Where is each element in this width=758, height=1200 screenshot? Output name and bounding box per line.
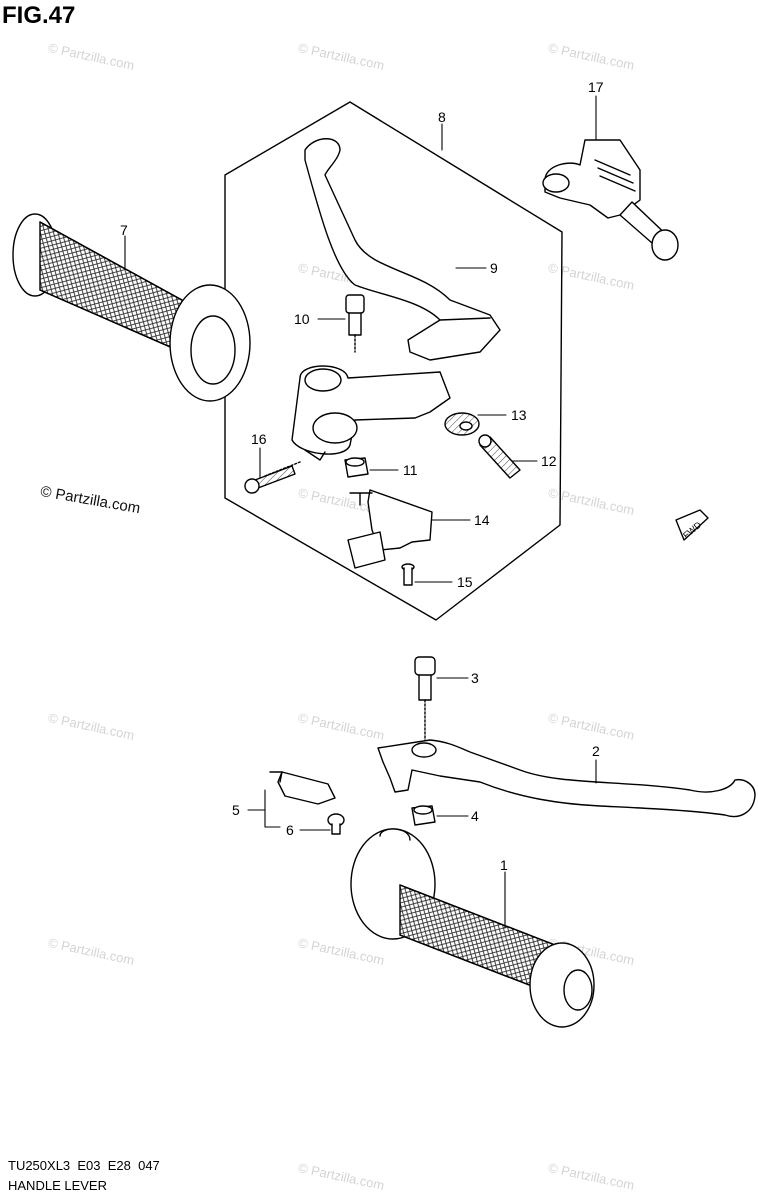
left-grip-drawing bbox=[12, 213, 251, 402]
assembly-outline bbox=[224, 101, 563, 621]
callout-13: 13 bbox=[511, 407, 527, 423]
screw-15-drawing bbox=[401, 563, 415, 586]
leader-lines bbox=[124, 95, 597, 929]
callout-4: 4 bbox=[471, 808, 479, 824]
figure-title: FIG.47 bbox=[2, 2, 76, 29]
callout-14: 14 bbox=[474, 512, 490, 528]
model-code: TU250XL3 E03 E28 047 bbox=[8, 1158, 160, 1173]
callout-8: 8 bbox=[438, 109, 446, 125]
adjuster-12-drawing bbox=[478, 434, 521, 479]
callout-5: 5 bbox=[232, 802, 240, 818]
screw-16-drawing bbox=[244, 461, 301, 494]
forward-direction-marker bbox=[675, 509, 709, 541]
brake-lever-drawing bbox=[377, 739, 756, 818]
callout-15: 15 bbox=[457, 574, 473, 590]
switch-5-drawing bbox=[269, 771, 336, 805]
callout-12: 12 bbox=[541, 453, 557, 469]
callout-16: 16 bbox=[251, 431, 267, 447]
callout-3: 3 bbox=[471, 670, 479, 686]
bolt-10-drawing bbox=[345, 294, 365, 353]
adjuster-nut-13-drawing bbox=[444, 412, 480, 436]
callout-1: 1 bbox=[500, 857, 508, 873]
right-grip-drawing bbox=[350, 828, 595, 1028]
section-name: HANDLE LEVER bbox=[8, 1178, 107, 1193]
callout-2: 2 bbox=[592, 743, 600, 759]
cover-17-drawing bbox=[542, 139, 679, 261]
lever-bracket-drawing bbox=[291, 365, 451, 461]
callout-6: 6 bbox=[286, 822, 294, 838]
bolt-3-drawing bbox=[414, 656, 436, 746]
nut-4-drawing bbox=[411, 805, 436, 826]
callout-10: 10 bbox=[294, 311, 310, 327]
nut-11-drawing bbox=[344, 457, 369, 478]
screw-6-drawing bbox=[327, 813, 345, 835]
switch-14-drawing bbox=[347, 489, 433, 569]
callout-9: 9 bbox=[490, 260, 498, 276]
callout-7: 7 bbox=[120, 222, 128, 238]
clutch-lever-drawing bbox=[304, 138, 501, 361]
callout-17: 17 bbox=[588, 79, 604, 95]
callout-11: 11 bbox=[403, 462, 418, 478]
